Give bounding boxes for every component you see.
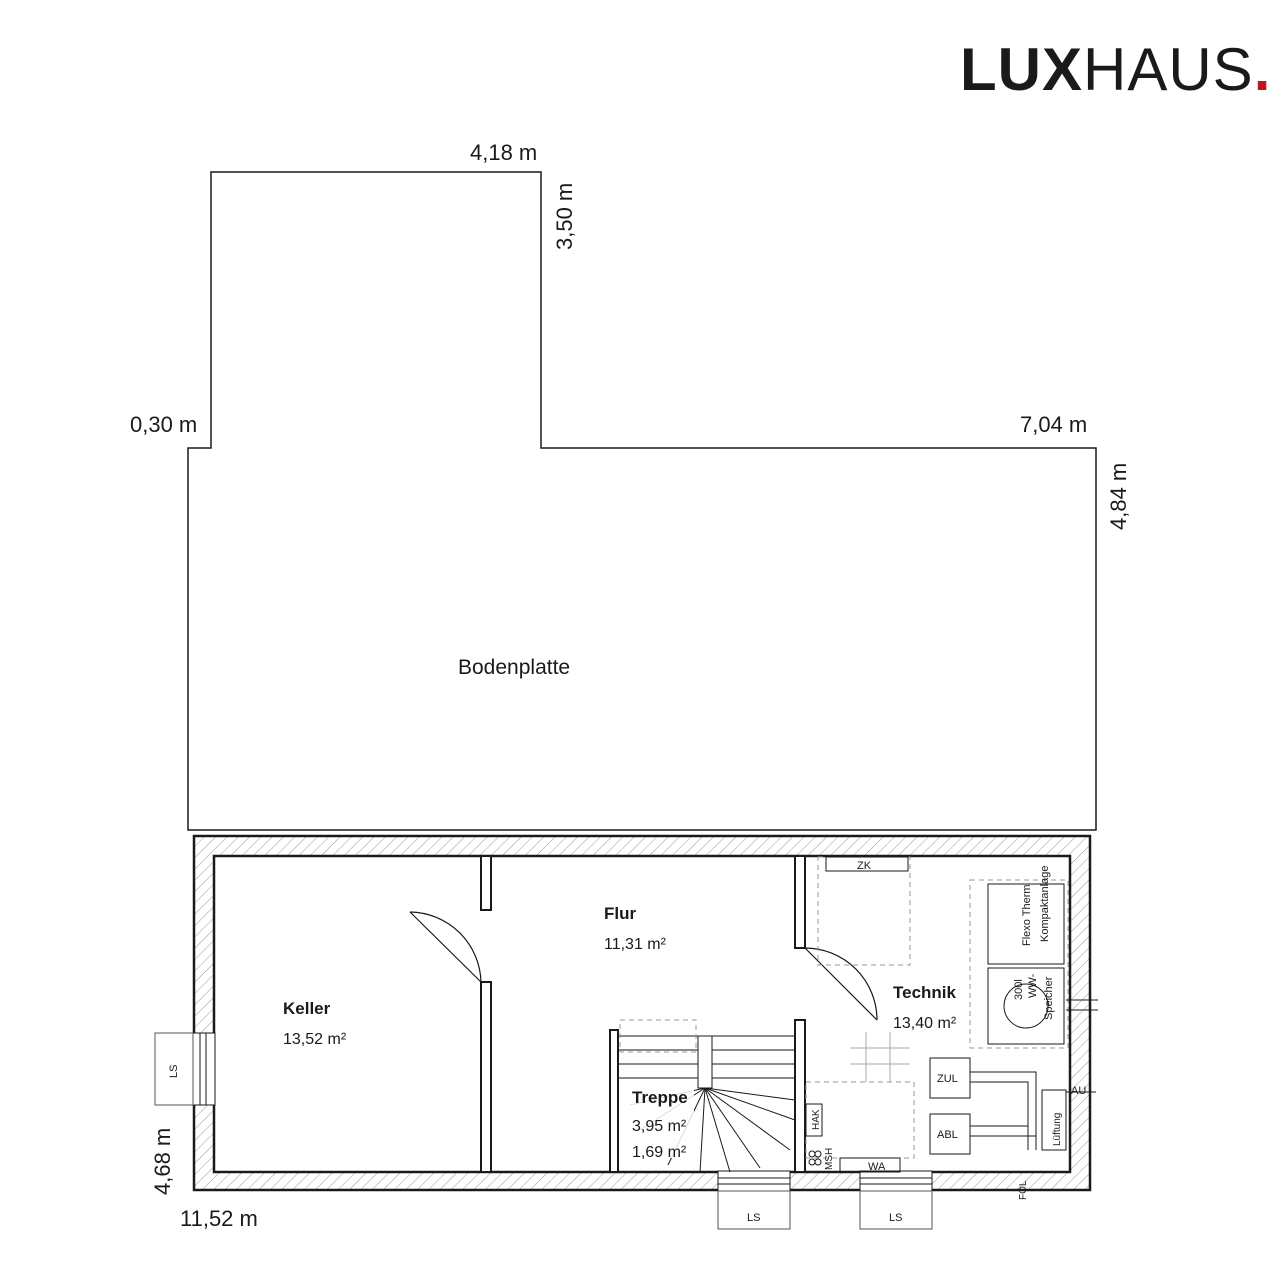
dimension-top-height: 3,50 m xyxy=(552,183,577,250)
label-zul: ZUL xyxy=(937,1073,958,1085)
dimension-right-width: 7,04 m xyxy=(1020,412,1087,437)
luxhaus-logo: LUXHAUS. xyxy=(960,40,1271,100)
lightwell-left xyxy=(154,1032,194,1106)
abl-box xyxy=(929,1113,971,1155)
room-treppe-area-2: 1,69 m² xyxy=(632,1144,687,1161)
label-au: AU xyxy=(1071,1085,1086,1097)
room-treppe-area: 3,95 m² xyxy=(632,1118,687,1135)
lightwell-bottom-1 xyxy=(717,1190,791,1230)
label-wa: WA xyxy=(868,1161,886,1173)
slab-outline xyxy=(187,171,1097,831)
lightwell-left-label: LS xyxy=(168,1065,180,1078)
label-flexo-line2: Kompaktanlage xyxy=(1039,866,1051,942)
dimension-right-height: 4,84 m xyxy=(1106,463,1131,530)
dimension-basement-height: 4,68 m xyxy=(150,1128,175,1195)
label-ww-line3: Speicher xyxy=(1043,976,1055,1020)
room-keller-area: 13,52 m² xyxy=(283,1031,347,1048)
lightwell-bottom-2 xyxy=(859,1190,933,1230)
logo-regular-text: HAUS xyxy=(1083,36,1254,103)
dimension-top-width: 4,18 m xyxy=(470,140,537,165)
door-technik xyxy=(804,947,878,1021)
label-msh: MSH xyxy=(824,1148,835,1170)
interior-walls xyxy=(480,855,806,1173)
room-technik-area: 13,40 m² xyxy=(893,1015,957,1032)
room-treppe-name: Treppe xyxy=(632,1088,688,1107)
lueftung-box xyxy=(1041,1089,1067,1151)
label-ww-line2: WW- xyxy=(1027,973,1039,998)
window-bottom-1 xyxy=(717,1170,791,1192)
flexo-box xyxy=(987,883,1065,965)
label-zk: ZK xyxy=(857,860,872,872)
logo-bold-text: LUX xyxy=(960,36,1083,103)
dimension-step-offset: 0,30 m xyxy=(130,412,197,437)
room-technik-name: Technik xyxy=(893,983,957,1002)
logo-dot: . xyxy=(1253,36,1272,103)
window-bottom-2 xyxy=(859,1170,933,1192)
ww-tank-box xyxy=(987,967,1065,1045)
slab-label: Bodenplatte xyxy=(458,656,570,679)
hak-box xyxy=(805,1103,823,1137)
door-keller xyxy=(409,911,482,983)
zk-box xyxy=(825,856,909,872)
dimension-total-width: 11,52 m xyxy=(180,1206,258,1231)
room-flur-area: 11,31 m² xyxy=(604,936,667,953)
room-flur-name: Flur xyxy=(604,904,636,923)
window-left xyxy=(192,1032,216,1106)
label-abl: ABL xyxy=(937,1129,958,1141)
lightwell-bottom-1-label: LS xyxy=(747,1212,760,1224)
label-flexo-line1: Flexo Therm xyxy=(1021,884,1033,946)
lightwell-bottom-2-label: LS xyxy=(889,1212,902,1224)
label-lueftung: Lüftung xyxy=(1052,1113,1063,1146)
label-fol: FOL xyxy=(1018,1180,1029,1200)
wa-box xyxy=(839,1157,901,1173)
label-hak: HAK xyxy=(811,1109,822,1130)
zul-box xyxy=(929,1057,971,1099)
label-ww-line1: 300l xyxy=(1013,979,1025,1000)
duct-abl xyxy=(970,1125,1036,1137)
room-keller-name: Keller xyxy=(283,999,331,1018)
ww-tank-circle xyxy=(1003,983,1049,1029)
duct-zul xyxy=(970,1071,1037,1150)
